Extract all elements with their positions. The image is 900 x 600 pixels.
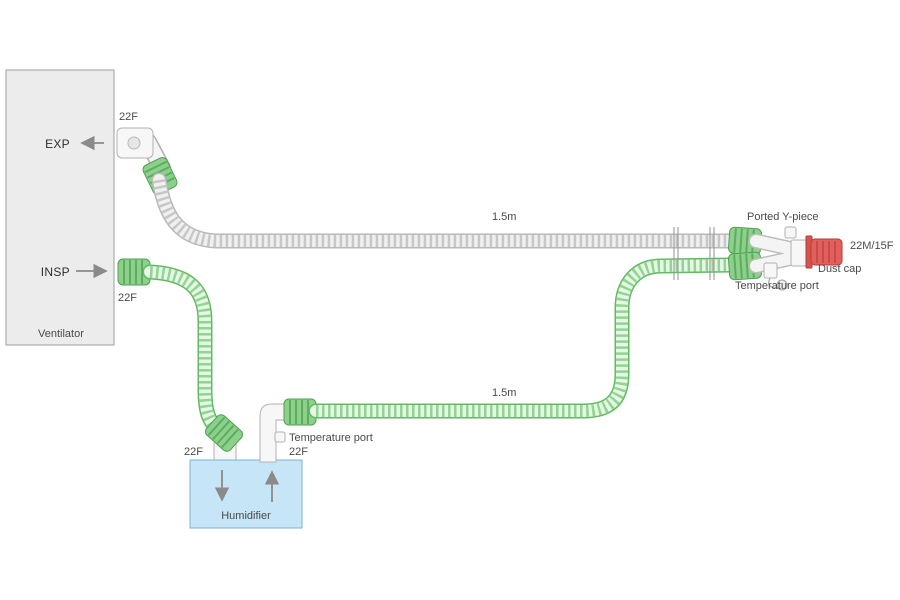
insp-port-label: INSP bbox=[41, 265, 70, 279]
ventilator-label: Ventilator bbox=[38, 328, 84, 340]
patient-port-size-label: 22M/15F bbox=[850, 240, 894, 252]
y-piece-top-port bbox=[784, 226, 797, 239]
humidifier-temperature-port bbox=[274, 431, 286, 443]
humidifier-inlet-connector: 22F bbox=[184, 411, 246, 463]
insp-connector: 22F bbox=[117, 258, 151, 304]
dust-cap bbox=[805, 235, 843, 269]
inspiratory-tube-to-humidifier bbox=[142, 264, 228, 439]
humidifier-inlet-size-label: 22F bbox=[184, 446, 203, 458]
inspiratory-tube-length-label: 1.5m bbox=[492, 387, 516, 399]
exp-elbow-connector: 22F bbox=[116, 111, 180, 198]
expiratory-tube bbox=[151, 172, 739, 249]
y-temperature-port-label: Temperature port bbox=[735, 280, 819, 292]
exp-connector-size-label: 22F bbox=[119, 111, 138, 123]
tube-joint-marks bbox=[673, 227, 715, 280]
ventilator-box: Ventilator EXP INSP bbox=[5, 69, 115, 346]
insp-connector-size-label: 22F bbox=[118, 292, 137, 304]
humidifier-body bbox=[189, 459, 303, 529]
dust-cap-label: Dust cap bbox=[818, 263, 861, 275]
y-piece-patient-limb bbox=[790, 239, 808, 267]
y-piece-label: Ported Y-piece bbox=[747, 211, 819, 223]
exp-port-label: EXP bbox=[45, 137, 70, 151]
y-piece-temperature-port bbox=[763, 262, 778, 279]
temperature-port-cap bbox=[776, 279, 788, 291]
exp-elbow-opening bbox=[127, 136, 141, 150]
expiratory-tube-length-label: 1.5m bbox=[492, 211, 516, 223]
humidifier-label: Humidifier bbox=[221, 510, 271, 522]
humidifier-temperature-port-label: Temperature port bbox=[289, 432, 373, 444]
humidifier-outlet-elbow: Temperature port 22F bbox=[259, 398, 373, 463]
humidifier-outlet-size-label: 22F bbox=[289, 446, 308, 458]
inspiratory-tube-to-y-piece bbox=[308, 257, 739, 419]
humidifier-box: Humidifier bbox=[189, 459, 303, 529]
y-piece: Ported Y-piece 22M/15F Dust cap Temperat… bbox=[727, 211, 894, 292]
ventilator-body bbox=[5, 69, 115, 346]
dust-cap-body bbox=[810, 238, 843, 266]
